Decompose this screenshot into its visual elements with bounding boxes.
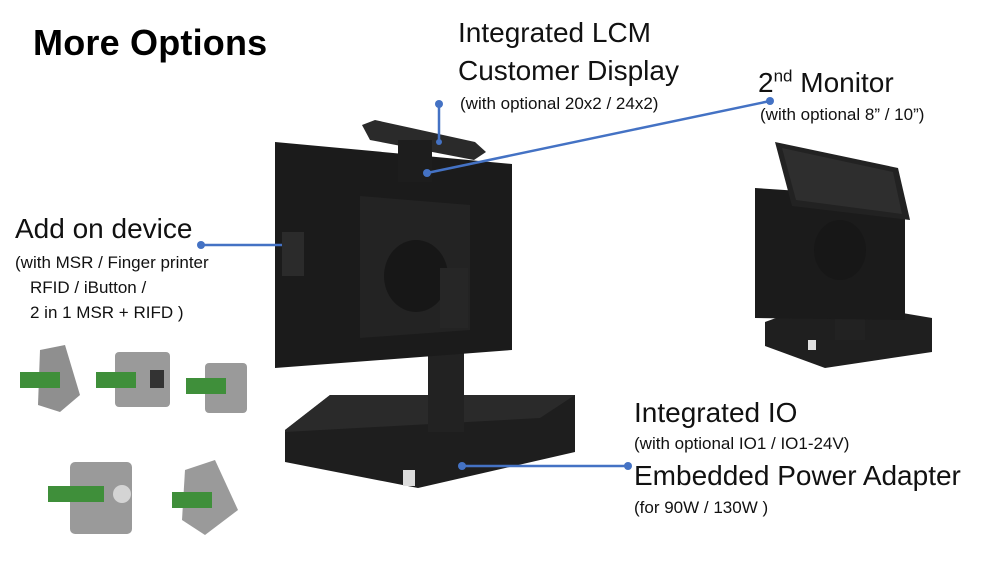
io-heading: Integrated IO bbox=[634, 397, 798, 428]
addon-note-2: RFID / iButton / bbox=[30, 278, 147, 297]
addon-module-fingerprint bbox=[96, 352, 170, 407]
lcm-label-line1: Integrated LCM bbox=[458, 17, 651, 48]
second-monitor-note: (with optional 8” / 10”) bbox=[760, 105, 925, 124]
addon-slot bbox=[282, 232, 304, 276]
second-monitor-label: 2nd Monitor bbox=[758, 66, 894, 98]
addon-module-2in1 bbox=[172, 460, 238, 535]
page-title: More Options bbox=[33, 22, 268, 63]
addon-module-rfid bbox=[186, 363, 247, 413]
leader-lines bbox=[197, 97, 774, 470]
addon-module-ibutton bbox=[48, 462, 132, 534]
addon-heading: Add on device bbox=[15, 213, 193, 244]
addon-modules bbox=[20, 345, 247, 535]
addon-note-3: 2 in 1 MSR + RIFD ) bbox=[30, 303, 184, 322]
lcm-label-line2: Customer Display bbox=[458, 55, 679, 86]
lcm-note: (with optional 20x2 / 24x2) bbox=[460, 94, 659, 113]
power-note: (for 90W / 130W ) bbox=[634, 498, 769, 517]
addon-module-msr bbox=[20, 345, 80, 412]
second-monitor-unit bbox=[755, 142, 932, 368]
addon-note-1: (with MSR / Finger printer bbox=[15, 253, 209, 272]
io-note: (with optional IO1 / IO1-24V) bbox=[634, 434, 850, 453]
pos-terminal bbox=[275, 120, 575, 488]
power-heading: Embedded Power Adapter bbox=[634, 460, 961, 491]
